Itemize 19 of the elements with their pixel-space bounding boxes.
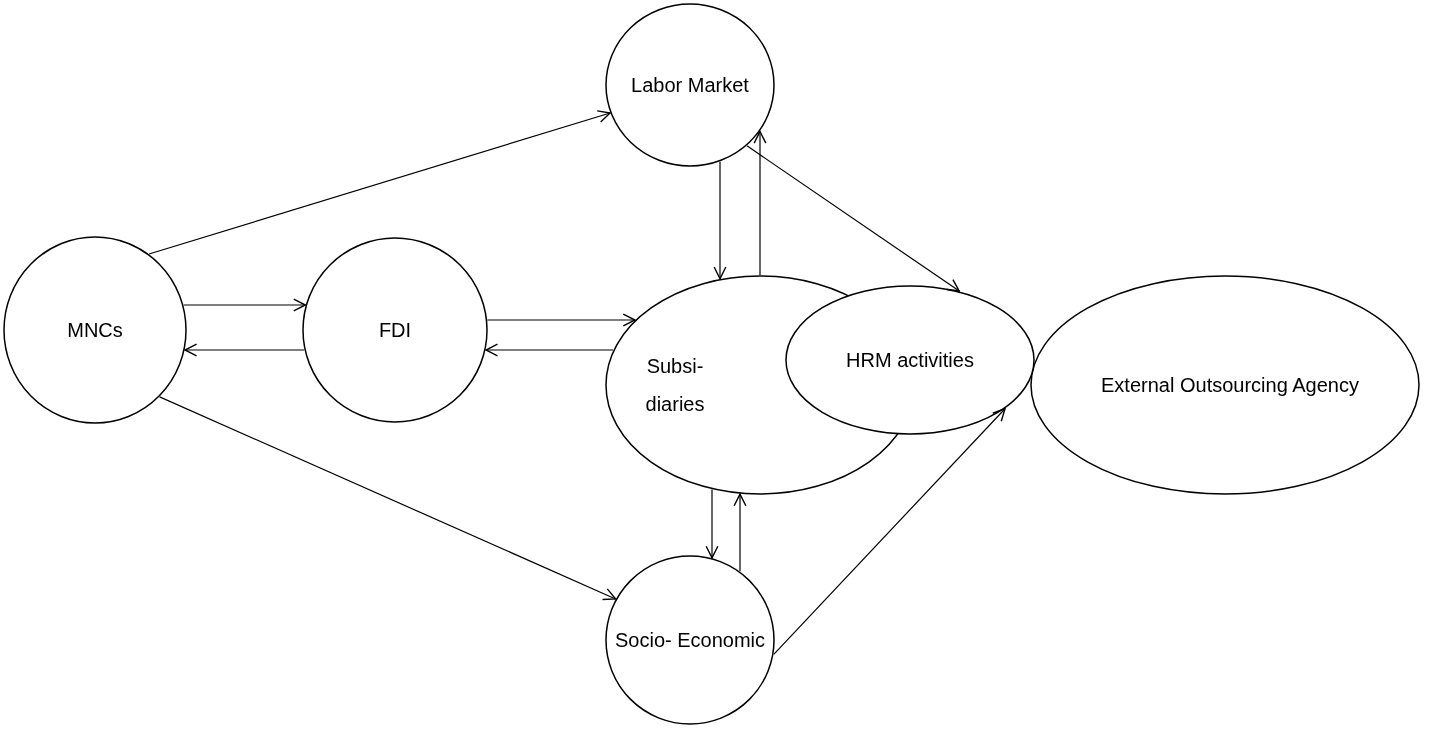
node-label: Labor Market — [631, 73, 749, 98]
node-label: FDI — [378, 318, 412, 343]
arrow — [713, 161, 727, 280]
arrow — [159, 396, 617, 601]
arrow — [773, 408, 1006, 656]
node-label: MNCs — [67, 318, 123, 343]
node-label: Subsi- diaries — [644, 354, 706, 417]
node-label: External Outsourcing Agency — [1101, 373, 1359, 398]
arrow — [485, 343, 614, 357]
arrow — [183, 298, 307, 312]
arrow — [184, 343, 305, 357]
arrow — [486, 313, 636, 327]
arrow — [148, 110, 611, 255]
arrow — [705, 489, 719, 559]
node-label: HRM activities — [846, 348, 974, 373]
node-label: Socio- Economic — [614, 628, 766, 653]
arrow — [746, 145, 960, 292]
arrow — [733, 493, 747, 572]
arrow — [753, 130, 767, 276]
